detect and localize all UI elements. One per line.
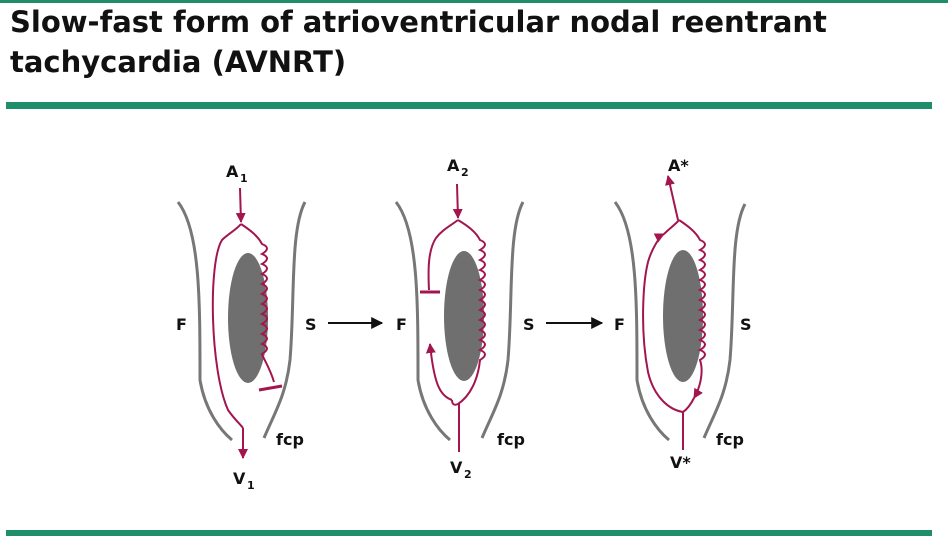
panel-2-fast-pathway-retro [427, 219, 459, 291]
panel-2-slow-label: S [523, 315, 535, 334]
panel-1-av-node [228, 253, 268, 383]
panel-2-top-subscript: 2 [461, 166, 469, 179]
panel-1-atrial-input [235, 187, 246, 223]
panel-1-left-wall [176, 201, 233, 442]
top-border [0, 0, 948, 3]
panel-2-left-wall [394, 201, 451, 442]
panel-2-top-label: A [447, 156, 460, 175]
panel-1-fast-pathway [211, 223, 244, 429]
page-title: Slow-fast form of atrioventricular nodal… [10, 5, 827, 79]
panel-3-left-wall [613, 201, 670, 442]
panel-1-bottom-label: V [233, 469, 246, 488]
panel-2-atrial-input [452, 183, 463, 219]
title-divider [6, 102, 932, 109]
panel-3-fast-label: F [614, 315, 625, 334]
panel-1-slow-block [258, 384, 283, 392]
panel-3-bottom-label: V* [670, 453, 691, 472]
bottom-divider [6, 530, 932, 536]
panel-1-top-subscript: 1 [240, 172, 248, 185]
panel-3-slow-label: S [740, 315, 752, 334]
panel-3: A* V* F S fcp [613, 156, 752, 472]
panel-2-bottom-label: V [450, 458, 463, 477]
panel-3-top-label: A* [668, 156, 689, 175]
panel-3-atrial-exit [665, 175, 679, 221]
panel-2-av-node [444, 251, 484, 381]
panel-2-slow-pathway [451, 219, 486, 406]
panel-3-right-wall [702, 203, 747, 439]
panel-3-slow-to-bottom [682, 397, 695, 413]
panel-1-fast-label: F [176, 315, 187, 334]
panel-1-top-label: A [226, 162, 239, 181]
panel-2-fast-pathway-ascending [425, 343, 453, 401]
panel-2-right-wall [480, 201, 525, 439]
panel-3-fcp-label: fcp [716, 430, 744, 449]
panel-2-fcp-label: fcp [497, 430, 525, 449]
panel-1-right-wall [262, 201, 307, 439]
panel-3-slow-pathway [678, 219, 706, 399]
panel-1-slow-label: S [305, 315, 317, 334]
panel-2-fast-label: F [396, 315, 407, 334]
panel-1-fcp-label: fcp [276, 430, 304, 449]
panel-1-slow-pathway [240, 223, 275, 383]
panel-3-fast-pathway-retro [642, 233, 684, 413]
panel-2: A 2 V 2 F S fcp [394, 156, 535, 481]
panel-3-fast-to-top [663, 219, 680, 235]
panel-2-bottom-subscript: 2 [464, 468, 472, 481]
panel-1: A 1 V 1 F S fcp [176, 162, 317, 492]
panel-3-av-node [663, 250, 703, 382]
panel-1-bottom-subscript: 1 [247, 479, 255, 492]
